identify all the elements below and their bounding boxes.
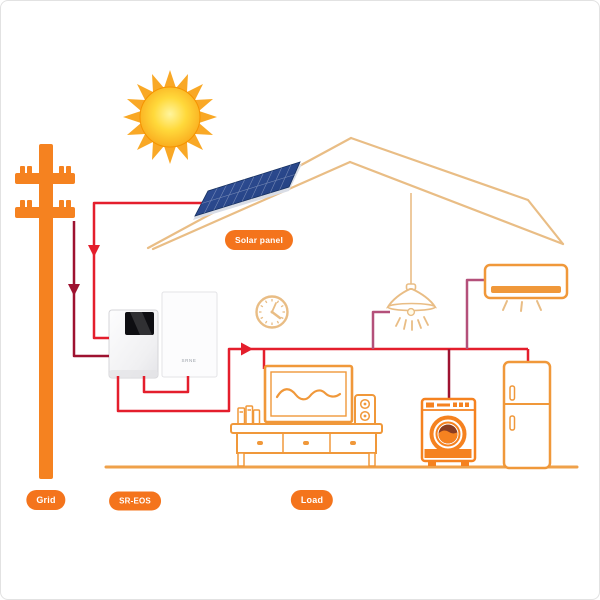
television xyxy=(263,364,354,425)
solar-wire-arrow xyxy=(88,245,100,257)
sr-eos-label: SR-EOS xyxy=(109,491,161,511)
refrigerator xyxy=(502,360,552,470)
washing-machine xyxy=(420,397,477,466)
grid-label: Grid xyxy=(26,490,66,510)
washer-drum-water xyxy=(438,424,458,444)
lamp-glow-rays xyxy=(395,316,429,331)
solar-panel xyxy=(193,161,302,220)
inverter-battery-wire xyxy=(142,376,190,394)
air-conditioner xyxy=(483,263,569,312)
utility-pole xyxy=(15,144,75,479)
wall-clock xyxy=(255,295,289,329)
solar-panel-label: Solar panel xyxy=(224,230,294,250)
sun-icon xyxy=(123,70,217,164)
pendant-lamp xyxy=(386,193,437,331)
tv-wave-graphic xyxy=(275,388,342,401)
grid-wire xyxy=(72,221,109,358)
load-label: Load xyxy=(290,490,334,510)
lamp-wire xyxy=(371,310,390,349)
solar-wire xyxy=(92,201,205,340)
books xyxy=(237,405,261,426)
ac-airflow-rays xyxy=(502,300,542,312)
battery-unit: SRNE xyxy=(161,291,218,378)
inverter-output-wire xyxy=(116,347,243,413)
wiring xyxy=(68,201,530,413)
grid-wire-arrow xyxy=(68,284,80,296)
tv-cabinet xyxy=(230,423,383,467)
speaker xyxy=(354,394,376,427)
battery-logo: SRNE xyxy=(182,358,197,363)
inverter-screen xyxy=(125,312,154,335)
inverter-unit xyxy=(108,309,159,379)
ac-wire xyxy=(465,278,486,349)
